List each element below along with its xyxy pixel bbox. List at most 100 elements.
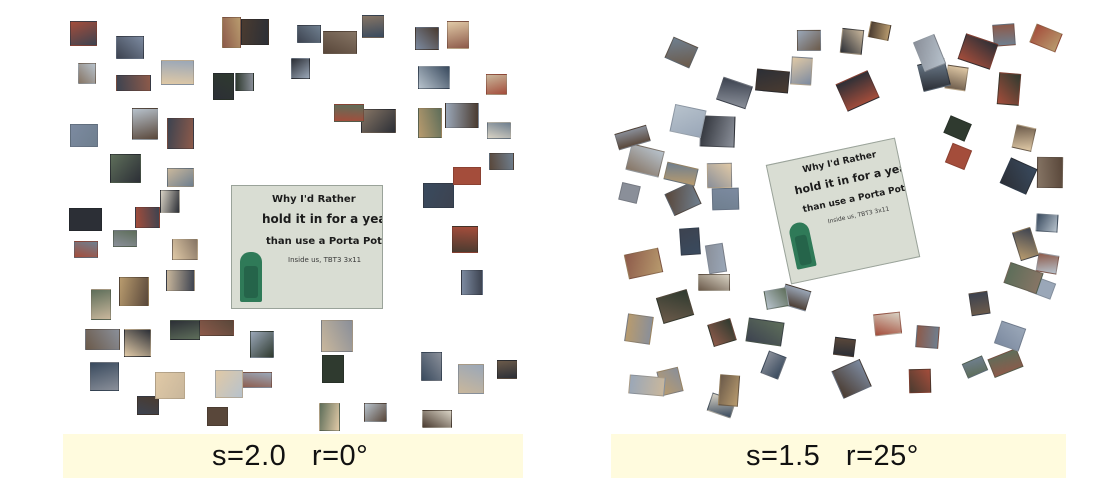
collage-thumbnail bbox=[914, 325, 939, 349]
right-porta-potty-drawing bbox=[787, 220, 817, 270]
collage-thumbnail bbox=[1035, 213, 1059, 233]
collage-thumbnail bbox=[116, 75, 152, 92]
collage-thumbnail bbox=[222, 16, 241, 48]
collage-thumbnail bbox=[706, 317, 737, 347]
collage-thumbnail bbox=[212, 73, 234, 101]
collage-thumbnail bbox=[68, 208, 103, 232]
collage-thumbnail bbox=[169, 319, 200, 341]
collage-thumbnail bbox=[944, 142, 973, 171]
collage-thumbnail bbox=[207, 406, 229, 426]
left-caption-s: s=2.0 bbox=[212, 440, 287, 472]
collage-thumbnail bbox=[832, 336, 856, 358]
collage-thumbnail bbox=[135, 206, 160, 229]
collage-thumbnail bbox=[155, 372, 185, 399]
collage-thumbnail bbox=[363, 403, 387, 422]
collage-thumbnail bbox=[234, 73, 254, 91]
collage-thumbnail bbox=[1012, 226, 1040, 262]
collage-thumbnail bbox=[109, 153, 141, 184]
left-caption: s=2.0 r=0° bbox=[212, 440, 368, 473]
collage-thumbnail bbox=[704, 242, 728, 275]
collage-thumbnail bbox=[115, 36, 145, 59]
collage-thumbnail bbox=[745, 316, 785, 346]
left-featured-photo: Why I'd Rather hold it in for a year tha… bbox=[231, 185, 383, 309]
collage-thumbnail bbox=[421, 351, 442, 381]
collage-thumbnail bbox=[70, 124, 98, 147]
collage-thumbnail bbox=[453, 166, 482, 185]
collage-thumbnail bbox=[85, 329, 121, 351]
collage-thumbnail bbox=[717, 374, 740, 407]
collage-thumbnail bbox=[486, 122, 511, 139]
collage-thumbnail bbox=[839, 27, 865, 55]
left-featured-line2: hold it in for a year bbox=[262, 212, 383, 226]
collage-thumbnail bbox=[993, 320, 1027, 352]
collage-thumbnail bbox=[943, 115, 973, 143]
collage-thumbnail bbox=[166, 167, 194, 188]
collage-thumbnail bbox=[1036, 156, 1064, 189]
collage-thumbnail bbox=[867, 20, 892, 42]
collage-thumbnail bbox=[908, 369, 931, 394]
collage-thumbnail bbox=[755, 68, 790, 94]
collage-thumbnail bbox=[334, 103, 364, 123]
collage-thumbnail bbox=[70, 20, 97, 46]
collage-thumbnail bbox=[160, 59, 195, 85]
collage-thumbnail bbox=[241, 18, 270, 46]
collage-thumbnail bbox=[961, 355, 989, 380]
collage-thumbnail bbox=[297, 24, 322, 44]
collage-thumbnail bbox=[131, 108, 159, 140]
collage-thumbnail bbox=[968, 290, 990, 316]
collage-thumbnail bbox=[199, 319, 235, 336]
collage-thumbnail bbox=[716, 76, 754, 109]
collage-thumbnail bbox=[214, 369, 244, 398]
collage-thumbnail bbox=[872, 311, 902, 337]
collage-thumbnail bbox=[460, 270, 483, 296]
collage-thumbnail bbox=[90, 361, 120, 391]
collage-thumbnail bbox=[986, 348, 1024, 379]
right-featured-note: Inside us, TBT3 3x11 bbox=[827, 205, 890, 226]
collage-thumbnail bbox=[421, 409, 453, 428]
collage-thumbnail bbox=[489, 152, 514, 170]
right-caption-r: r=25° bbox=[845, 440, 919, 472]
right-caption-s: s=1.5 bbox=[746, 440, 821, 472]
collage-thumbnail bbox=[663, 161, 699, 187]
collage-thumbnail bbox=[418, 107, 442, 139]
collage-thumbnail bbox=[996, 72, 1021, 106]
collage-thumbnail bbox=[712, 188, 740, 211]
collage-thumbnail bbox=[123, 328, 151, 357]
collage-thumbnail bbox=[112, 229, 137, 247]
collage-thumbnail bbox=[664, 181, 702, 216]
left-featured-note: Inside us, TBT3 3x11 bbox=[288, 256, 362, 264]
collage-thumbnail bbox=[664, 36, 699, 69]
collage-thumbnail bbox=[362, 15, 385, 39]
collage-thumbnail bbox=[698, 274, 731, 292]
left-collage: Why I'd Rather hold it in for a year tha… bbox=[63, 12, 523, 434]
collage-thumbnail bbox=[797, 30, 822, 51]
collage-thumbnail bbox=[486, 74, 508, 95]
collage-thumbnail bbox=[458, 363, 484, 395]
collage-thumbnail bbox=[655, 288, 694, 324]
collage-thumbnail bbox=[763, 287, 790, 310]
collage-thumbnail bbox=[669, 104, 707, 139]
collage-thumbnail bbox=[323, 30, 357, 55]
collage-thumbnail bbox=[91, 288, 111, 321]
collage-thumbnail bbox=[136, 396, 159, 415]
collage-thumbnail bbox=[1029, 23, 1063, 53]
collage-thumbnail bbox=[1011, 123, 1036, 152]
collage-thumbnail bbox=[159, 189, 181, 214]
collage-thumbnail bbox=[830, 358, 871, 399]
collage-thumbnail bbox=[78, 62, 97, 84]
collage-thumbnail bbox=[759, 350, 786, 381]
right-caption: s=1.5 r=25° bbox=[746, 440, 919, 473]
collage-thumbnail bbox=[451, 225, 478, 254]
collage-thumbnail bbox=[628, 374, 666, 396]
collage-thumbnail bbox=[618, 182, 642, 205]
collage-thumbnail bbox=[172, 238, 198, 260]
right-collage: Why I'd Rather hold it in for a year tha… bbox=[611, 12, 1066, 434]
left-caption-r: r=0° bbox=[311, 440, 369, 472]
collage-thumbnail bbox=[789, 56, 812, 86]
collage-thumbnail bbox=[623, 313, 654, 345]
collage-thumbnail bbox=[835, 70, 880, 112]
collage-thumbnail bbox=[166, 117, 195, 150]
collage-thumbnail bbox=[320, 320, 353, 353]
collage-thumbnail bbox=[74, 240, 98, 258]
collage-thumbnail bbox=[291, 58, 310, 79]
